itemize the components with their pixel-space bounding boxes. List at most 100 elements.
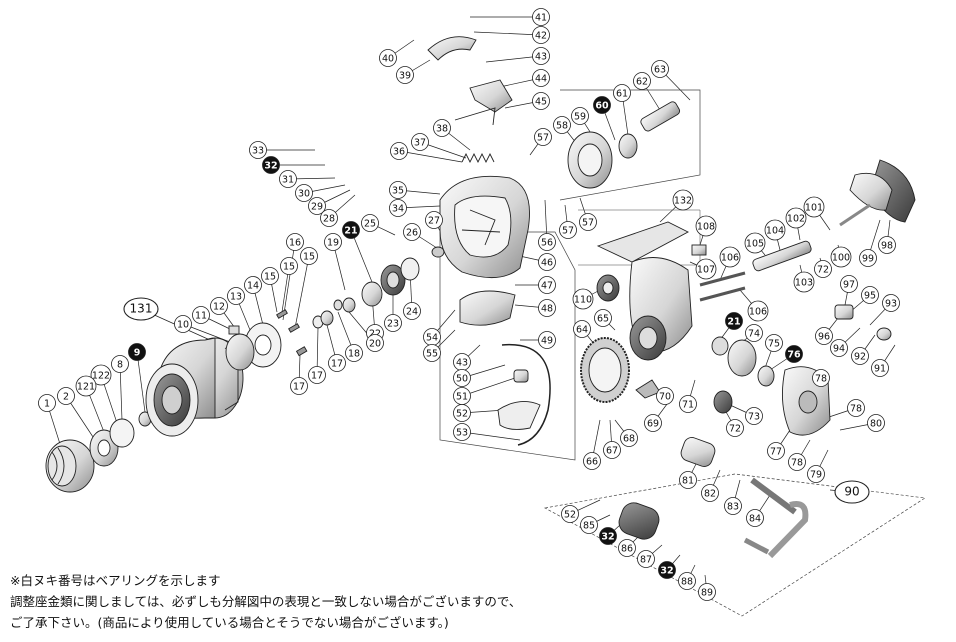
callout-number: 29: [311, 201, 323, 212]
washer-note-continued: ご了承下さい。(商品により使用している場合とそうでない場合がございます。): [10, 615, 449, 630]
callout-number: 13: [230, 291, 242, 302]
callout-15: 15: [261, 267, 279, 285]
leader-line-36: [398, 150, 463, 163]
callout-106: 106: [747, 300, 769, 322]
callout-21: 21: [342, 221, 360, 239]
callout-65: 65: [594, 309, 612, 327]
callout-circle: [679, 395, 697, 413]
callout-number: 53: [456, 427, 468, 438]
callout-85: 85: [580, 516, 598, 534]
callout-110: 110: [572, 288, 594, 310]
leader-line-8: [119, 363, 123, 421]
callout-72: 72: [814, 260, 832, 278]
callout-100: 100: [830, 246, 852, 268]
callout-circle: [830, 246, 852, 268]
callout-17: 17: [328, 354, 346, 372]
callout-97: 97: [840, 275, 858, 293]
callout-circle: [572, 288, 594, 310]
callout-number: 77: [770, 446, 782, 457]
handle-part: [680, 437, 809, 559]
callout-circle: [532, 92, 550, 110]
callout-circle: [573, 320, 591, 338]
callout-number: 52: [564, 509, 576, 520]
callout-circle: [603, 441, 621, 459]
callout-circle: [290, 377, 308, 395]
callout-circle: [111, 355, 129, 373]
callout-circle: [361, 214, 379, 232]
callout-67: 67: [603, 441, 621, 459]
callout-circle: [538, 253, 556, 271]
callout-circle: [747, 300, 769, 322]
callout-circle: [695, 215, 717, 237]
callout-71: 71: [679, 395, 697, 413]
callout-57: 57: [534, 128, 552, 146]
callout-circle: [815, 327, 833, 345]
callout-number: 66: [586, 456, 598, 467]
callout-circle: [38, 394, 56, 412]
callout-circle: [453, 404, 471, 422]
callout-81: 81: [679, 471, 697, 489]
callout-number: 41: [535, 12, 547, 23]
bail-plate-part: [497, 401, 541, 430]
callout-frame: [123, 297, 159, 321]
callout-17: 17: [308, 366, 326, 384]
callout-circle: [453, 423, 471, 441]
leader-line-15: [294, 255, 310, 329]
callout-106: 106: [719, 246, 741, 268]
callout-number: 102: [787, 213, 805, 224]
callout-number: 20: [369, 338, 381, 349]
callout-32: 32: [658, 561, 676, 579]
callout-circle: [719, 246, 741, 268]
callout-24: 24: [403, 302, 421, 320]
callout-51: 51: [453, 387, 471, 405]
callout-79: 79: [807, 465, 825, 483]
callout-number: 37: [414, 137, 426, 148]
callout-93: 93: [882, 294, 900, 312]
callout-number: 92: [854, 351, 866, 362]
callout-number: 89: [701, 587, 713, 598]
callout-9: 9: [128, 343, 146, 361]
callout-number: 35: [392, 185, 404, 196]
callout-circle: [745, 407, 763, 425]
callout-circle: [308, 366, 326, 384]
callout-circle: [538, 233, 556, 251]
callout-92: 92: [851, 347, 869, 365]
callout-45: 45: [532, 92, 550, 110]
callout-20: 20: [366, 334, 384, 352]
callout-number: 59: [574, 111, 586, 122]
callout-circle: [618, 539, 636, 557]
callout-number: 56: [541, 237, 553, 248]
callout-number: 15: [303, 251, 315, 262]
callout-number: 14: [247, 280, 259, 291]
leader-line-16: [282, 241, 296, 321]
callout-circle: [403, 223, 421, 241]
callout-39: 39: [396, 66, 414, 84]
callout-95: 95: [861, 286, 879, 304]
callout-circle: [672, 189, 694, 211]
callout-56: 56: [538, 233, 556, 251]
callout-number: 78: [815, 373, 827, 384]
callout-26: 26: [403, 223, 421, 241]
callout-number: 93: [885, 298, 897, 309]
callout-number: 57: [562, 225, 574, 236]
callout-circle: [308, 197, 326, 215]
callout-number: 64: [576, 324, 588, 335]
callout-33: 33: [249, 141, 267, 159]
callout-circle: [192, 306, 210, 324]
callout-40: 40: [379, 49, 397, 67]
callout-57: 57: [559, 221, 577, 239]
callout-circle: [785, 207, 807, 229]
bail-support-part: [459, 290, 516, 326]
callout-number: 55: [426, 348, 438, 359]
callout-55: 55: [423, 344, 441, 362]
callout-number: 28: [323, 213, 335, 224]
callout-66: 66: [583, 452, 601, 470]
callout-18: 18: [345, 344, 363, 362]
callout-number: 21: [344, 225, 357, 236]
callout-31: 31: [279, 170, 297, 188]
callout-number: 110: [574, 294, 592, 305]
callout-circle: [249, 141, 267, 159]
callout-102: 102: [785, 207, 807, 229]
callout-number: 97: [843, 279, 855, 290]
callout-15: 15: [280, 257, 298, 275]
